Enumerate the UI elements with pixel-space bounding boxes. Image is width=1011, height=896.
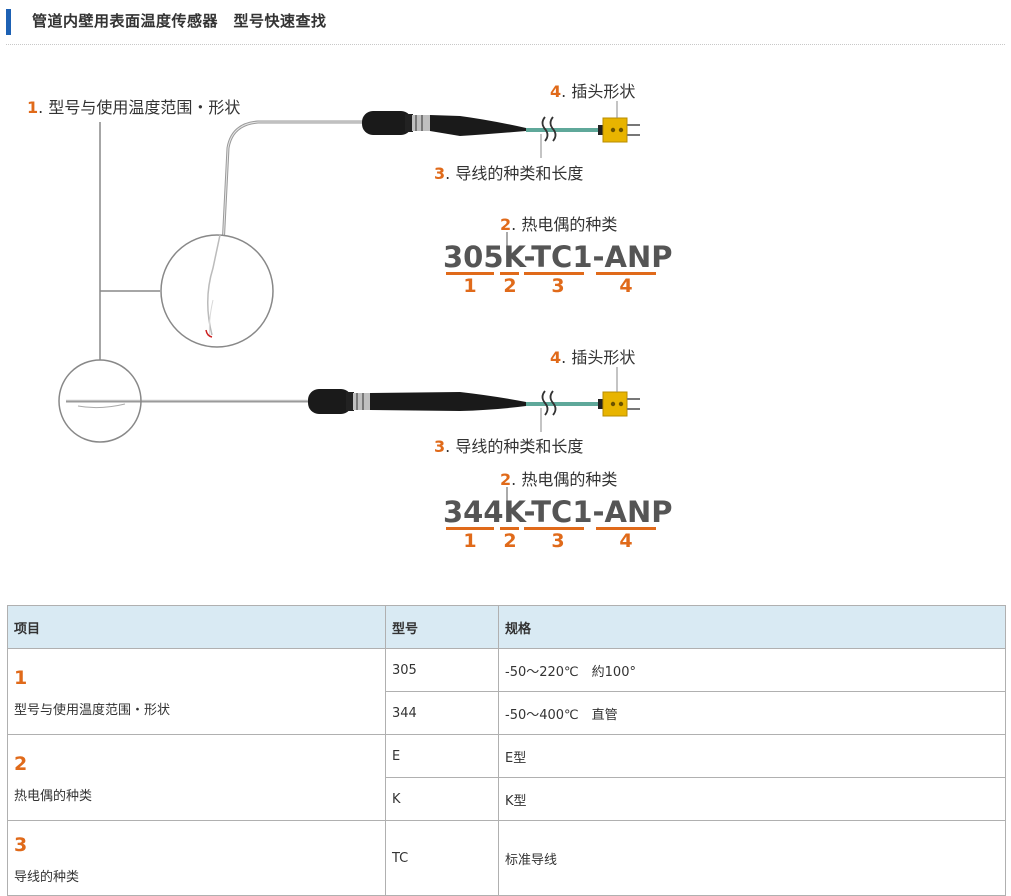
item-label: 导线的种类 xyxy=(14,869,80,885)
item-cell: 1 型号与使用温度范围・形状 xyxy=(7,648,386,735)
label-lead-wire: 3. 导线的种类和长度 xyxy=(434,164,584,183)
table-row: 2 热电偶的种类 E E型 xyxy=(7,734,1006,821)
magnifier-circle xyxy=(58,359,142,443)
column-header-spec: 规格 xyxy=(498,605,1006,649)
spec-table: 项目 型号 规格 1 型号与使用温度范围・形状 305 -50～220℃ 約10… xyxy=(7,605,1006,896)
spec-cell: E型 xyxy=(498,734,1006,778)
code-underline xyxy=(446,527,494,530)
item-label: 型号与使用温度范围・形状 xyxy=(14,703,171,718)
code-segment-number: 3 xyxy=(551,530,565,552)
code-segment-number: 2 xyxy=(503,530,517,552)
item-cell: 2 热电偶的种类 xyxy=(7,734,386,821)
header-accent-bar xyxy=(6,9,11,35)
model-cell: 344 xyxy=(385,691,499,735)
item-number: 3 xyxy=(14,833,28,856)
model-cell: K xyxy=(385,777,499,821)
probe-305-image xyxy=(216,101,640,346)
model-code-344: 344K-TC1-ANP xyxy=(443,495,673,529)
model-cell: TC xyxy=(385,820,499,896)
code-segment-number: 1 xyxy=(463,275,477,297)
spec-cell: K型 xyxy=(498,777,1006,821)
sensor-diagram xyxy=(58,101,640,505)
label-model-range-shape: 1. 型号与使用温度范围・形状 xyxy=(27,98,241,117)
code-segment-number: 4 xyxy=(619,275,633,297)
table-row: 3 导线的种类 TC 标准导线 xyxy=(7,820,1006,896)
code-underline xyxy=(524,272,584,275)
item-number: 2 xyxy=(14,753,28,775)
spec-cell: -50～400℃ 直管 xyxy=(498,691,1006,735)
table-header-row: 项目 型号 规格 xyxy=(7,605,1006,649)
label-lead-wire: 3. 导线的种类和长度 xyxy=(434,437,584,456)
table-row: K K型 xyxy=(8,777,1006,821)
magnifier-circle xyxy=(160,234,274,348)
model-cell: 305 xyxy=(385,648,499,692)
item-cell: 3 导线的种类 xyxy=(7,820,386,896)
column-header-item: 项目 xyxy=(7,605,386,649)
code-underline xyxy=(524,527,584,530)
probe-344-image xyxy=(66,367,640,432)
code-segment-number: 2 xyxy=(503,275,517,297)
column-header-model: 型号 xyxy=(385,605,499,649)
item-number: 1 xyxy=(14,667,28,689)
label-plug-shape: 4. 插头形状 xyxy=(550,82,636,101)
item-label: 热电偶的种类 xyxy=(14,789,93,804)
code-underline xyxy=(446,272,494,275)
table-row: 344 -50～400℃ 直管 xyxy=(8,691,1006,735)
code-segment-number: 1 xyxy=(463,530,477,552)
label-thermocouple-type: 2. 热电偶的种类 xyxy=(500,215,618,234)
code-underline xyxy=(500,272,519,275)
spec-cell: -50～220℃ 約100° xyxy=(498,648,1006,692)
code-underline xyxy=(500,527,519,530)
page-title: 管道内壁用表面温度传感器 型号快速查找 xyxy=(32,12,327,30)
code-underline xyxy=(596,527,656,530)
model-code-305: 305K-TC1-ANP xyxy=(443,240,673,274)
model-cell: E xyxy=(385,734,499,778)
page-header: 管道内壁用表面温度传感器 型号快速查找 xyxy=(0,0,1011,45)
spec-cell: 标准导线 xyxy=(498,820,1006,896)
code-segment-number: 4 xyxy=(619,530,633,552)
code-underline xyxy=(596,272,656,275)
label-plug-shape: 4. 插头形状 xyxy=(550,348,636,367)
table-row: 1 型号与使用温度范围・形状 305 -50～220℃ 約100° xyxy=(7,648,1006,735)
header-divider xyxy=(6,44,1005,45)
code-segment-number: 3 xyxy=(551,275,565,297)
label-thermocouple-type: 2. 热电偶的种类 xyxy=(500,470,618,489)
